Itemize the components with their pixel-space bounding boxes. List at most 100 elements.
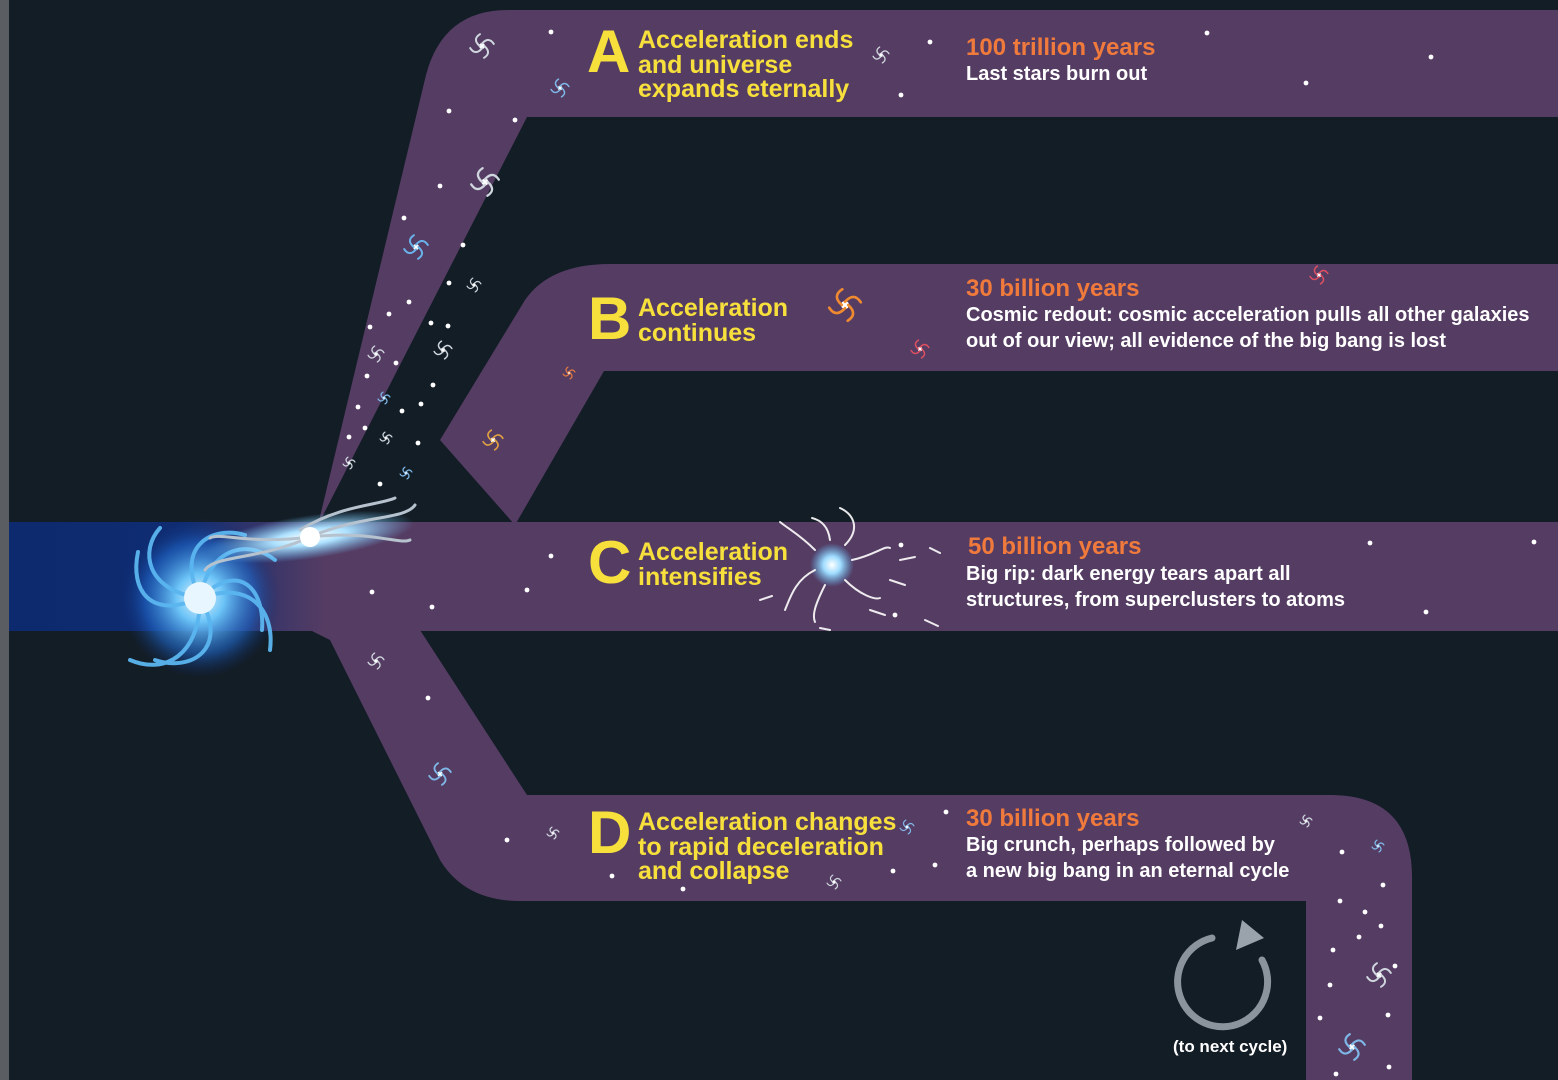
spiral-galaxy-icon — [562, 366, 576, 380]
scenario-a-heading: Acceleration ends and universe expands e… — [638, 28, 853, 102]
scenario-c-description-line: Big rip: dark energy tears apart all — [966, 563, 1291, 585]
star-dot-icon — [1204, 30, 1210, 36]
spiral-galaxy-icon — [470, 167, 500, 197]
scenario-d-description-line: a new big bang in an eternal cycle — [966, 860, 1290, 882]
star-dot-icon — [1385, 1012, 1391, 1018]
scenario-d-heading: Acceleration changes to rapid decelerati… — [638, 810, 896, 884]
star-dot-icon — [1386, 1064, 1392, 1070]
star-dot-icon — [367, 324, 373, 330]
spiral-galaxy-icon — [827, 287, 863, 323]
scenario-c-heading-line: intensifies — [638, 562, 762, 591]
star-dot-icon — [393, 360, 399, 366]
star-dot-icon — [504, 837, 510, 843]
spiral-galaxy-icon — [1309, 265, 1329, 285]
star-dot-icon — [1531, 539, 1537, 545]
spiral-galaxy-icon — [1371, 839, 1385, 853]
scenario-b-heading-line: continues — [638, 318, 757, 347]
scenario-d-timescale: 30 billion years — [966, 805, 1140, 832]
star-dot-icon — [1378, 923, 1384, 929]
star-dot-icon — [512, 117, 518, 123]
star-dot-icon — [1327, 982, 1333, 988]
star-dot-icon — [943, 809, 949, 815]
spiral-galaxy-icon — [399, 466, 413, 480]
small-galaxies — [342, 33, 1392, 1061]
branch-c-path — [300, 522, 1558, 631]
scenario-c-timescale: 50 billion years — [968, 533, 1142, 560]
branch-d-path — [310, 630, 1412, 1080]
stars — [346, 29, 1537, 1077]
star-dot-icon — [1362, 909, 1368, 915]
star-dot-icon — [609, 873, 615, 879]
scenario-a-letter: A — [587, 18, 631, 85]
star-dot-icon — [1303, 80, 1309, 86]
scenario-b-heading-line: Acceleration — [638, 294, 789, 322]
scenario-d-heading-line: Acceleration changes — [638, 808, 897, 836]
star-dot-icon — [1317, 1015, 1323, 1021]
spiral-galaxy-icon — [1338, 1033, 1366, 1061]
star-dot-icon — [1330, 947, 1336, 953]
star-dot-icon — [1367, 540, 1373, 546]
star-dot-icon — [1337, 898, 1343, 904]
star-dot-icon — [415, 440, 421, 446]
star-dot-icon — [430, 382, 436, 388]
star-dot-icon — [1428, 54, 1434, 60]
spiral-galaxy-icon — [469, 33, 495, 59]
scenario-a-timescale: 100 trillion years — [966, 34, 1156, 61]
star-dot-icon — [364, 373, 370, 379]
star-dot-icon — [1392, 963, 1398, 969]
star-dot-icon — [1333, 1071, 1339, 1077]
spiral-galaxy-icon — [433, 340, 453, 360]
scenario-b-letter: B — [588, 285, 632, 352]
star-dot-icon — [386, 311, 392, 317]
star-dot-icon — [932, 862, 938, 868]
branch-b-path — [440, 264, 1558, 525]
scenario-c-heading: Acceleration intensifies — [638, 540, 788, 589]
spiral-galaxy-icon — [342, 456, 356, 470]
spiral-galaxy-icon — [482, 429, 504, 451]
star-dot-icon — [369, 589, 375, 595]
scenario-a-heading-line: expands eternally — [638, 75, 850, 103]
spiral-galaxy-icon — [872, 46, 890, 64]
scenario-d-heading-line: and collapse — [638, 857, 790, 885]
circular-arrow-icon — [1174, 920, 1272, 1031]
star-dot-icon — [399, 408, 405, 414]
spiral-galaxy-icon — [367, 345, 385, 363]
big-rip-galaxy-icon — [759, 507, 941, 631]
star-dot-icon — [1356, 934, 1362, 940]
star-dot-icon — [524, 587, 530, 593]
scenario-c-heading-line: Acceleration — [638, 538, 789, 566]
spiral-galaxy-icon — [367, 652, 385, 670]
star-dot-icon — [437, 183, 443, 189]
star-dot-icon — [1423, 609, 1429, 615]
star-dot-icon — [892, 612, 898, 618]
scenario-b-description-line: Cosmic redout: cosmic acceleration pulls… — [966, 304, 1530, 326]
left-edge-strip — [0, 0, 9, 1080]
spiral-galaxy-icon — [379, 431, 393, 445]
scenario-a-description-line: Last stars burn out — [966, 63, 1148, 85]
star-dot-icon — [406, 299, 412, 305]
scenario-b-timescale: 30 billion years — [966, 275, 1140, 302]
scenario-b-description-line: out of our view; all evidence of the big… — [966, 330, 1447, 352]
spiral-galaxy-icon — [546, 826, 560, 840]
scenario-d-description-line: Big crunch, perhaps followed by — [966, 834, 1275, 856]
star-dot-icon — [445, 323, 451, 329]
star-dot-icon — [401, 215, 407, 221]
star-dot-icon — [548, 29, 554, 35]
spiral-galaxy-icon — [466, 277, 482, 293]
scenario-c-description: Big rip: dark energy tears apart all str… — [966, 561, 1345, 613]
star-dot-icon — [429, 604, 435, 610]
scenario-d-letter: D — [588, 799, 632, 866]
cycle-caption: (to next cycle) — [1173, 1037, 1288, 1056]
scenario-d-description: Big crunch, perhaps followed by a new bi… — [966, 832, 1289, 884]
scenario-a-description: Last stars burn out — [966, 61, 1147, 87]
star-dot-icon — [355, 404, 361, 410]
spiral-galaxy-icon — [403, 234, 429, 260]
scenario-a-heading-line: Acceleration ends — [638, 26, 854, 54]
star-dot-icon — [418, 401, 424, 407]
spiral-galaxy-icon — [899, 819, 915, 835]
spiral-galaxy-icon — [550, 78, 570, 98]
scenario-a-heading-line: and universe — [638, 50, 793, 79]
star-dot-icon — [548, 553, 554, 559]
